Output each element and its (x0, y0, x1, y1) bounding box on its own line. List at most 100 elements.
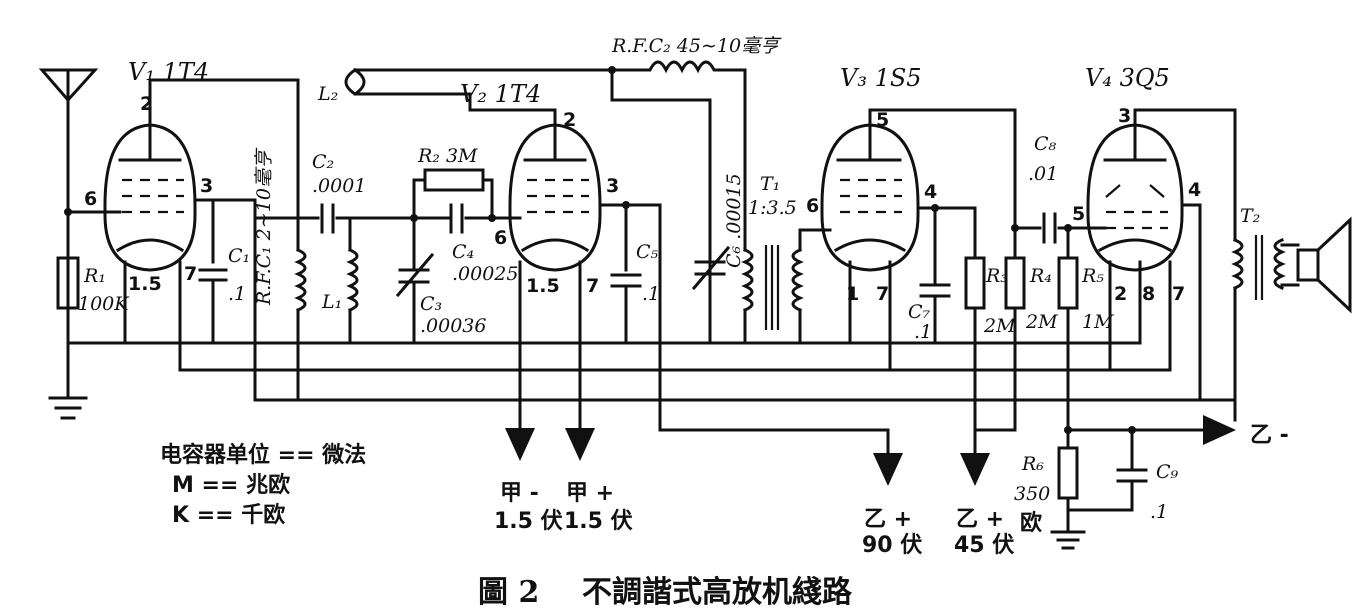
pin-v2-6: 6 (494, 227, 507, 249)
transformer-t1 (741, 245, 804, 330)
pin-v2-3: 3 (606, 175, 619, 197)
label-c8-name: C₈ (1034, 133, 1057, 155)
label-a-plus: 甲 + (566, 481, 614, 506)
pin-v4-3: 3 (1118, 105, 1131, 127)
ground-icon (1050, 530, 1086, 550)
label-r1-name: R₁ (83, 265, 106, 287)
label-c3-name: C₃ (420, 293, 442, 315)
label-c5-val: .1 (642, 283, 660, 305)
capacitor-c7 (919, 283, 951, 298)
transformer-t2 (1231, 235, 1286, 300)
speaker-icon (1280, 216, 1352, 314)
label-l1: L₁ (321, 291, 342, 313)
label-c2-name: C₂ (312, 151, 334, 173)
label-r6-val: 350 (1014, 483, 1050, 505)
figure-number: 圖 2 (478, 575, 539, 610)
pin-v1-6: 6 (84, 188, 97, 210)
label-c7-val: .1 (914, 321, 932, 343)
label-c2-val: .0001 (312, 175, 366, 197)
label-c7-name: C₇ (908, 301, 931, 323)
resistor-r3 (964, 256, 986, 310)
resistor-r6 (1057, 446, 1079, 500)
label-b45: 乙 + (956, 507, 1004, 532)
label-c8-val: .01 (1028, 163, 1058, 185)
pin-v2-7: 7 (586, 275, 599, 297)
label-t2: T₂ (1240, 205, 1260, 227)
figure-title: 不調諧式高放机綫路 (582, 575, 853, 610)
label-rfc2: R.F.C₂ 45∼10毫亨 (611, 35, 782, 57)
label-a-plus-v: 1.5 伏 (564, 508, 633, 534)
capacitor-c9 (1116, 468, 1148, 483)
pin-v3-7: 7 (876, 283, 889, 305)
label-b-minus: 乙 - (1250, 423, 1289, 448)
antenna-icon (38, 68, 99, 397)
tube-v4 (1086, 108, 1184, 272)
pin-v3-5: 5 (876, 109, 889, 131)
label-t1-ratio: 1:3.5 (748, 197, 797, 219)
label-v4: V₄ 3Q5 (1085, 64, 1170, 92)
tube-v2 (508, 108, 602, 272)
label-r6-name: R₆ (1021, 453, 1044, 475)
label-r5-val: 1M (1082, 311, 1114, 333)
pin-v3-1: 1 (846, 283, 859, 305)
resistor-r5 (1057, 256, 1079, 310)
pin-v4-2: 2 (1114, 283, 1127, 305)
pin-v3-4: 4 (924, 181, 937, 203)
pin-v4-7: 7 (1172, 283, 1185, 305)
rfc1-coil (294, 248, 307, 312)
capacitor-c2 (320, 203, 335, 234)
label-b90-v: 90 伏 (862, 532, 922, 558)
resistor-r4 (1004, 256, 1026, 310)
pin-v4-8: 8 (1142, 283, 1155, 305)
label-c3-val: .00036 (420, 315, 486, 337)
label-r1-val: 100K (78, 293, 130, 315)
pin-v4-5: 5 (1072, 203, 1085, 225)
tube-v1 (103, 93, 197, 272)
pin-v2-15: 1.5 (526, 275, 560, 297)
resistor-r1 (56, 256, 80, 310)
ground-icon (48, 396, 88, 420)
legend-line-2: M == 兆欧 (172, 472, 290, 498)
label-c9-val: .1 (1150, 501, 1168, 523)
label-r4-val: 2M (1025, 311, 1058, 333)
label-r3-name: R₃ (985, 265, 1008, 287)
label-r5-name: R₅ (1081, 265, 1104, 287)
label-a-minus-v: 1.5 伏 (494, 508, 563, 534)
label-r6-unit: 欧 (1020, 510, 1042, 536)
label-b90: 乙 + (864, 507, 912, 532)
legend-line-1: 电容器单位 == 微法 (160, 442, 366, 468)
label-c1-val: .1 (228, 283, 246, 305)
l2-coil (344, 67, 614, 96)
label-t1-name: T₁ (760, 173, 780, 195)
label-c1-name: C₁ (228, 245, 250, 267)
label-r4-name: R₄ (1029, 265, 1052, 287)
pin-v2-2: 2 (563, 109, 576, 131)
pin-v1-2: 2 (140, 93, 153, 115)
label-r2: R₂ 3M (417, 145, 478, 167)
label-c6: C₆ .00015 (723, 173, 745, 268)
capacitor-c6 (691, 245, 731, 291)
label-v3: V₃ 1S5 (840, 64, 922, 92)
capacitor-c5 (610, 273, 642, 288)
capacitor-c4 (449, 203, 464, 234)
label-v2: V₂ 1T4 (460, 80, 541, 108)
label-l2: L₂ (317, 83, 338, 105)
label-c4-val: .00025 (452, 263, 518, 285)
pin-v3-6: 6 (806, 195, 819, 217)
label-r3-val: 2M (983, 315, 1016, 337)
label-v1: V₁ 1T4 (128, 58, 209, 86)
label-a-minus: 甲 - (500, 481, 539, 506)
label-c4-name: C₄ (452, 241, 474, 263)
label-c5-name: C₅ (636, 241, 659, 263)
label-rfc1: R.F.C₁ 2∼10毫亨 (253, 147, 275, 306)
capacitor-c8 (1042, 212, 1057, 244)
legend-line-3: K == 千欧 (172, 502, 285, 528)
label-c9-name: C₉ (1156, 461, 1179, 483)
tube-v3 (820, 108, 920, 272)
l1-coil (346, 248, 359, 312)
pin-v1-15: 1.5 (128, 273, 162, 295)
pin-v1-7: 7 (184, 263, 197, 285)
pin-v1-3: 3 (200, 175, 213, 197)
resistor-r2 (423, 168, 485, 192)
